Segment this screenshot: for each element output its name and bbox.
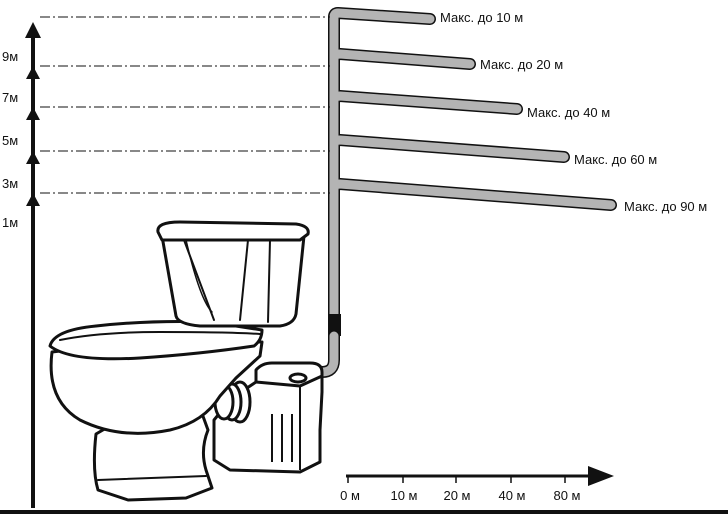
distance-label-0m: 0 м [340,488,360,503]
horizontal-distance-axis [346,466,614,486]
height-label-9m: 9м [2,49,18,64]
height-label-1m: 1м [2,215,18,230]
vertical-height-axis [25,22,41,508]
pipe-label-20m: Макс. до 20 м [480,57,563,72]
vertical-axis-labels: 9м 7м 5м 3м 1м [2,49,18,230]
height-guide-lines [40,16,330,194]
pipe-label-10m: Макс. до 10 м [440,10,523,25]
pipe-label-60m: Макс. до 60 м [574,152,657,167]
check-valve [328,314,341,336]
discharge-pipes [294,7,617,386]
distance-label-10m: 10 м [390,488,417,503]
pipe-label-40m: Макс. до 40 м [527,105,610,120]
pipe-label-90m: Макс. до 90 м [624,199,707,214]
height-label-5m: 5м [2,133,18,148]
height-label-7m: 7м [2,90,18,105]
pipe-labels: Макс. до 10 м Макс. до 20 м Макс. до 40 … [440,10,707,214]
toilet [48,220,310,502]
horizontal-axis-labels: 0 м 10 м 20 м 40 м 80 м [340,488,580,503]
macerator-pump [212,361,324,474]
distance-label-80m: 80 м [553,488,580,503]
distance-label-40m: 40 м [498,488,525,503]
distance-label-20m: 20 м [443,488,470,503]
height-label-3m: 3м [2,176,18,191]
pump-connector [213,380,252,424]
